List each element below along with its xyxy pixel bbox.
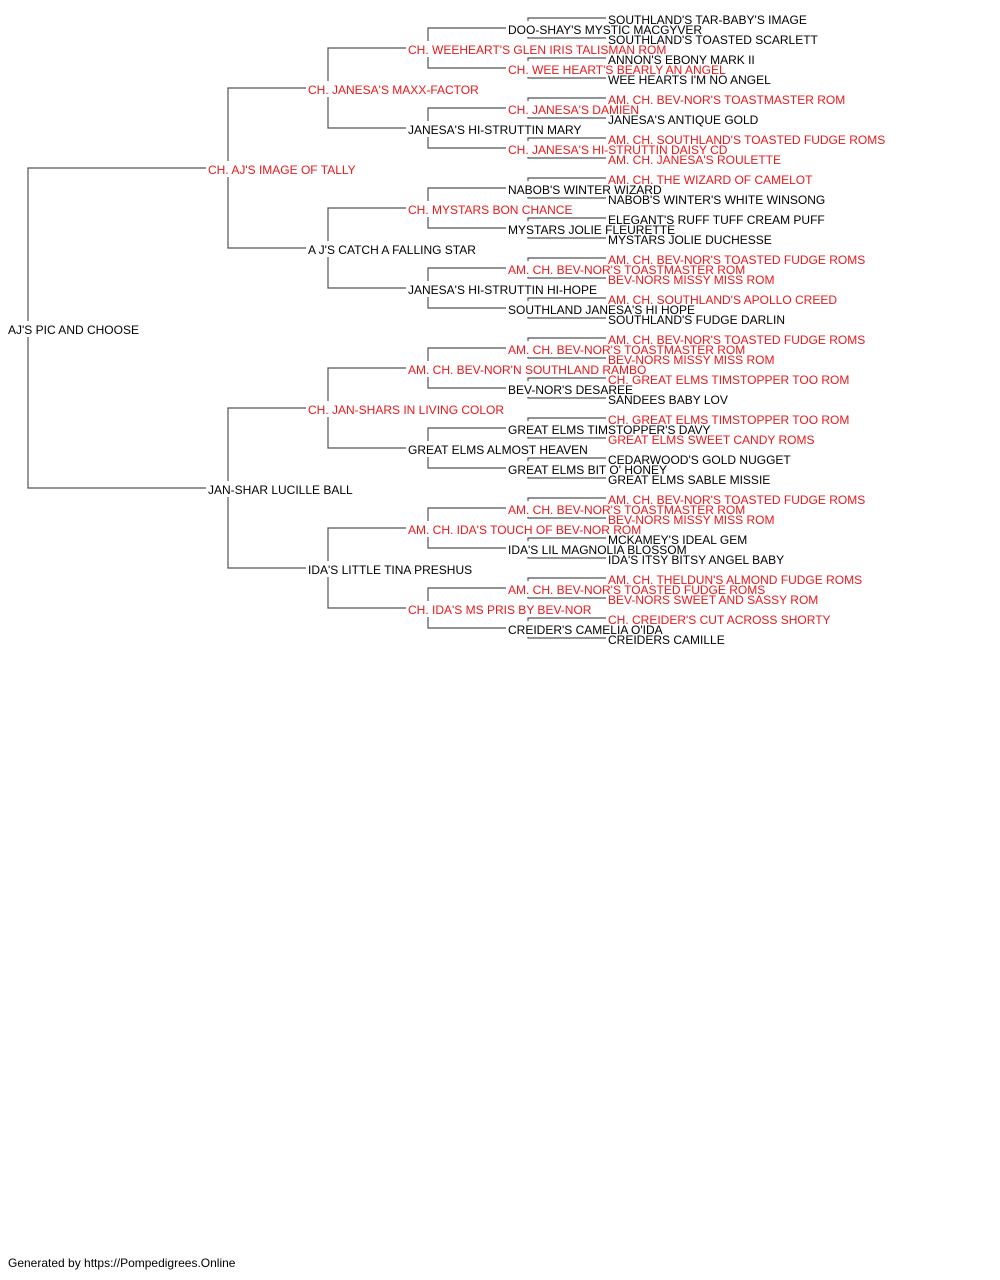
label-mask xyxy=(525,421,531,437)
dog-name-dam: BEV-NOR'S DESAREE xyxy=(508,383,633,397)
dog-name-dam: JANESA'S HI-STRUTTIN MARY xyxy=(408,123,581,137)
dog-name-sire: CH. WEEHEART'S GLEN IRIS TALISMAN ROM xyxy=(408,43,666,57)
dog-name-sire: MCKAMEY'S IDEAL GEM xyxy=(608,533,747,547)
dog-name-sire: AM. CH. THE WIZARD OF CAMELOT xyxy=(608,173,813,187)
label-mask xyxy=(525,261,531,277)
label-mask xyxy=(525,181,531,197)
dog-name-sire: AM. CH. BEV-NOR'S TOASTMASTER ROM xyxy=(508,343,745,357)
label-mask xyxy=(425,361,431,377)
label-mask xyxy=(425,521,431,537)
dog-name-sire: AM. CH. BEV-NOR'S TOASTMASTER ROM xyxy=(608,93,845,107)
dog-name-sire: CH. JAN-SHARS IN LIVING COLOR xyxy=(308,403,504,417)
label-mask xyxy=(525,461,531,477)
label-mask xyxy=(525,541,531,557)
label-mask xyxy=(525,621,531,637)
dog-name-sire: ANNON'S EBONY MARK II xyxy=(608,53,755,67)
dog-name-sire: CH. JANESA'S DAMIEN xyxy=(508,103,639,117)
footer-credit: Generated by https://Pompedigrees.Online xyxy=(8,1256,236,1270)
dog-name-dam: CH. WEE HEART'S BEARLY AN ANGEL xyxy=(508,63,726,77)
dog-name-sire: NABOB'S WINTER WIZARD xyxy=(508,183,662,197)
dog-name-dam: JANESA'S ANTIQUE GOLD xyxy=(608,113,759,127)
dog-name-sire: CH. JANESA'S MAXX-FACTOR xyxy=(308,83,479,97)
dog-name-sire: AM. CH. BEV-NOR'S TOASTED FUDGE ROMS xyxy=(608,253,865,267)
label-mask xyxy=(525,381,531,397)
dog-name-sire: AM. CH. BEV-NOR'N SOUTHLAND RAMBO xyxy=(408,363,646,377)
dog-name-sire: AM. CH. SOUTHLAND'S APOLLO CREED xyxy=(608,293,837,307)
dog-name-sire: CH. MYSTARS BON CHANCE xyxy=(408,203,572,217)
dog-name-sire: AM. CH. SOUTHLAND'S TOASTED FUDGE ROMS xyxy=(608,133,885,147)
dog-name-sire: ELEGANT'S RUFF TUFF CREAM PUFF xyxy=(608,213,825,227)
dog-name-sire: AM. CH. BEV-NOR'S TOASTED FUDGE ROMS xyxy=(608,493,865,507)
dog-name-dam: SOUTHLAND'S TOASTED SCARLETT xyxy=(608,33,819,47)
label-mask xyxy=(425,201,431,217)
label-mask xyxy=(525,101,531,117)
label-mask xyxy=(525,501,531,517)
dog-name-dam: JANESA'S HI-STRUTTIN HI-HOPE xyxy=(408,283,597,297)
dog-name-dam: GREAT ELMS SWEET CANDY ROMS xyxy=(608,433,814,447)
dog-name-sire: SOUTHLAND'S TAR-BABY'S IMAGE xyxy=(608,13,807,27)
dog-name-sire: CH. AJ'S IMAGE OF TALLY xyxy=(208,163,356,177)
label-mask xyxy=(225,481,231,497)
label-mask xyxy=(425,601,431,617)
dog-name-dam: NABOB'S WINTER'S WHITE WINSONG xyxy=(608,193,825,207)
dog-name-sire: CH. GREAT ELMS TIMSTOPPER TOO ROM xyxy=(608,413,849,427)
dog-name-dam: BEV-NORS MISSY MISS ROM xyxy=(608,353,774,367)
label-mask xyxy=(525,61,531,77)
dog-name-sire: AM. CH. BEV-NOR'S TOASTMASTER ROM xyxy=(508,263,745,277)
dog-name-sire: AM. CH. THELDUN'S ALMOND FUDGE ROMS xyxy=(608,573,862,587)
label-mask xyxy=(525,581,531,597)
dog-name-dam: GREAT ELMS SABLE MISSIE xyxy=(608,473,770,487)
pedigree-tree: AJ'S PIC AND CHOOSE CH. AJ'S IMAGE OF TAL… xyxy=(8,13,885,647)
dog-name-dam: IDA'S LITTLE TINA PRESHUS xyxy=(308,563,472,577)
label-mask xyxy=(25,321,31,337)
label-mask xyxy=(425,441,431,457)
dog-name-sire: AM. CH. IDA'S TOUCH OF BEV-NOR ROM xyxy=(408,523,641,537)
dog-name-sire: GREAT ELMS TIMSTOPPER'S DAVY xyxy=(508,423,711,437)
label-mask xyxy=(325,81,331,97)
dog-name-dam: MYSTARS JOLIE FLEURETTE xyxy=(508,223,675,237)
dog-name-dam: BEV-NORS SWEET AND SASSY ROM xyxy=(608,593,818,607)
dog-name-dam: JAN-SHAR LUCILLE BALL xyxy=(208,483,353,497)
dog-name-dam: IDA'S LIL MAGNOLIA BLOSSOM xyxy=(508,543,687,557)
label-mask xyxy=(525,221,531,237)
label-mask xyxy=(425,121,431,137)
dog-name-dam: CREIDERS CAMILLE xyxy=(608,633,725,647)
dog-name-dam: BEV-NORS MISSY MISS ROM xyxy=(608,513,774,527)
dog-name-sire: CH. CREIDER'S CUT ACROSS SHORTY xyxy=(608,613,831,627)
label-mask xyxy=(325,401,331,417)
dog-name-sire: CH. GREAT ELMS TIMSTOPPER TOO ROM xyxy=(608,373,849,387)
label-mask xyxy=(525,141,531,157)
dog-name-subject: AJ'S PIC AND CHOOSE xyxy=(8,323,139,337)
dog-name-dam: CH. JANESA'S HI-STRUTTIN DAISY CD xyxy=(508,143,728,157)
dog-name-sire: AM. CH. BEV-NOR'S TOASTMASTER ROM xyxy=(508,503,745,517)
label-mask xyxy=(425,41,431,57)
label-mask xyxy=(525,341,531,357)
label-mask xyxy=(425,281,431,297)
dog-name-dam: CREIDER'S CAMELIA O'IDA xyxy=(508,623,663,637)
label-mask xyxy=(525,301,531,317)
label-mask xyxy=(325,241,331,257)
dog-name-sire: DOO-SHAY'S MYSTIC MACGYVER xyxy=(508,23,702,37)
dog-name-dam: AM. CH. JANESA'S ROULETTE xyxy=(608,153,781,167)
dog-name-sire: AM. CH. BEV-NOR'S TOASTED FUDGE ROMS xyxy=(508,583,765,597)
dog-name-sire: CEDARWOOD'S GOLD NUGGET xyxy=(608,453,791,467)
dog-name-dam: MYSTARS JOLIE DUCHESSE xyxy=(608,233,772,247)
dog-name-dam: SANDEES BABY LOV xyxy=(608,393,728,407)
dog-name-dam: CH. IDA'S MS PRIS BY BEV-NOR xyxy=(408,603,592,617)
dog-name-dam: SOUTHLAND'S FUDGE DARLIN xyxy=(608,313,785,327)
dog-name-dam: SOUTHLAND JANESA'S HI HOPE xyxy=(508,303,695,317)
dog-name-sire: AM. CH. BEV-NOR'S TOASTED FUDGE ROMS xyxy=(608,333,865,347)
dog-name-dam: GREAT ELMS ALMOST HEAVEN xyxy=(408,443,588,457)
dog-name-dam: BEV-NORS MISSY MISS ROM xyxy=(608,273,774,287)
dog-name-dam: WEE HEARTS I'M NO ANGEL xyxy=(608,73,771,87)
dog-name-dam: IDA'S ITSY BITSY ANGEL BABY xyxy=(608,553,784,567)
label-mask xyxy=(325,561,331,577)
dog-name-dam: A J'S CATCH A FALLING STAR xyxy=(308,243,476,257)
dog-name-dam: GREAT ELMS BIT O' HONEY xyxy=(508,463,667,477)
label-mask xyxy=(525,21,531,37)
label-mask xyxy=(225,161,231,177)
